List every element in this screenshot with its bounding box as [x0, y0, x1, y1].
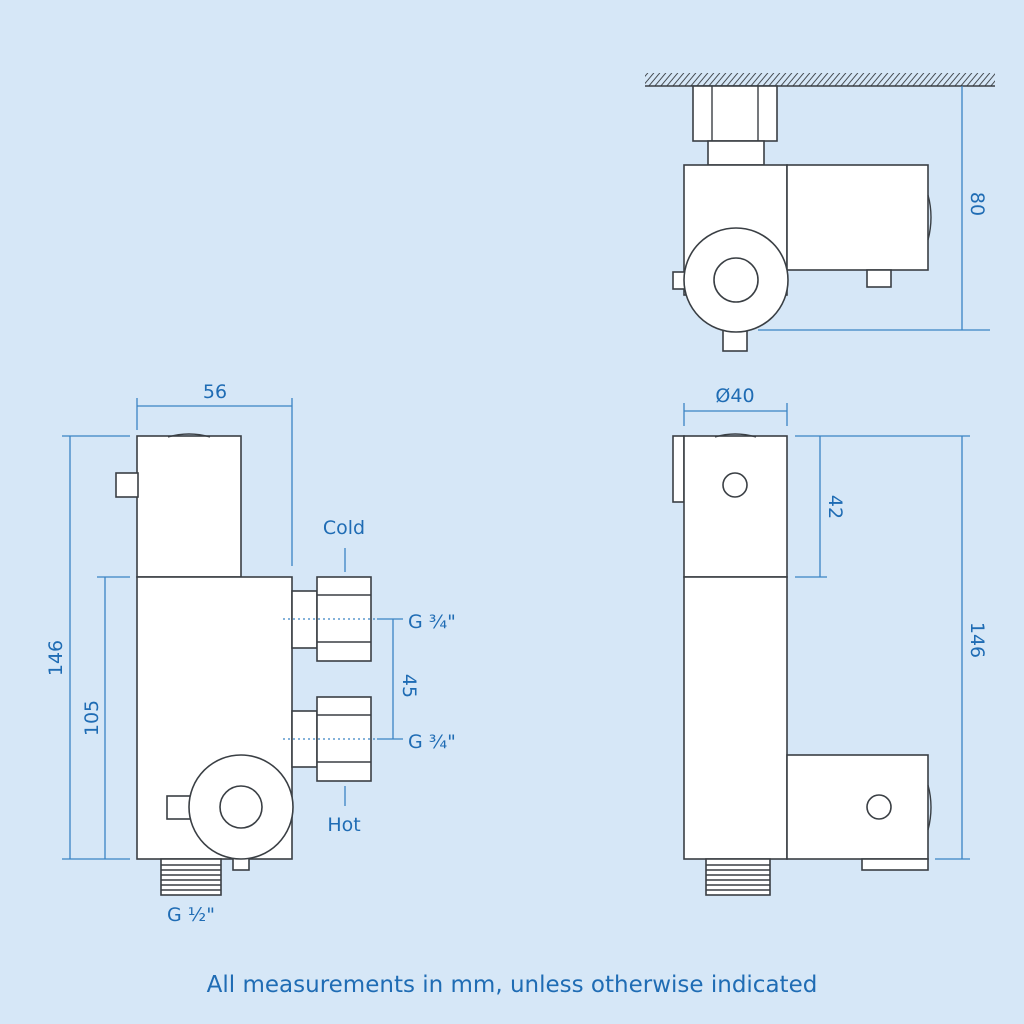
side-box	[786, 754, 929, 860]
under-tab	[866, 269, 892, 288]
footer-note: All measurements in mm, unless otherwise…	[207, 972, 818, 998]
dim-diameter-40: Ø40	[683, 385, 788, 426]
dim-label-56: 56	[203, 381, 227, 403]
dim-label-105: 105	[81, 700, 103, 736]
dim-height-146-left: 146	[45, 435, 130, 860]
dim-label-diameter: Ø40	[715, 385, 754, 407]
dim-label-45: 45	[398, 674, 420, 698]
side-strip	[672, 435, 685, 503]
top-view: 80	[645, 73, 995, 352]
control-knob-top	[672, 227, 789, 352]
outlet-thread-label: G ½"	[167, 904, 215, 926]
lower-body-front	[683, 576, 788, 860]
dim-height-105: 105	[81, 576, 130, 859]
hot-thread-label: G ¾"	[408, 731, 456, 753]
cold-label: Cold	[323, 517, 365, 539]
dim-width-56: 56	[136, 381, 293, 566]
cold-thread-label: G ¾"	[408, 611, 456, 633]
dim-label-80: 80	[966, 192, 988, 216]
upper-body-front	[683, 435, 788, 578]
hot-label: Hot	[327, 814, 360, 836]
end-cap-front	[927, 784, 932, 831]
upper-body	[136, 435, 242, 578]
end-cap	[927, 194, 932, 241]
control-knob	[166, 754, 294, 871]
front-view: Ø40 42 146	[672, 385, 988, 896]
dim-height-146-right: 146	[935, 436, 988, 860]
wall-mount	[692, 85, 778, 166]
top-cap-front	[714, 433, 757, 438]
side-hole	[866, 794, 892, 820]
body-extension	[786, 164, 929, 271]
top-cap	[167, 433, 211, 438]
dim-label-42: 42	[824, 495, 846, 519]
dim-upper-42: 42	[795, 435, 970, 578]
upper-hole	[722, 472, 748, 498]
side-knob	[115, 472, 139, 498]
outlet-thread	[160, 858, 222, 896]
wall-hatching	[645, 73, 995, 86]
dim-label-146-right: 146	[966, 622, 988, 658]
side-view: 56 146 105 45 Cold Hot G ¾" G ¾" G ½"	[45, 381, 456, 926]
outlet-thread-front	[705, 858, 771, 896]
bottom-tab	[861, 858, 929, 871]
dim-inlet-spacing-45: 45	[283, 618, 420, 740]
dim-label-146-left: 146	[45, 640, 67, 676]
dim-projection-80: 80	[758, 86, 990, 331]
